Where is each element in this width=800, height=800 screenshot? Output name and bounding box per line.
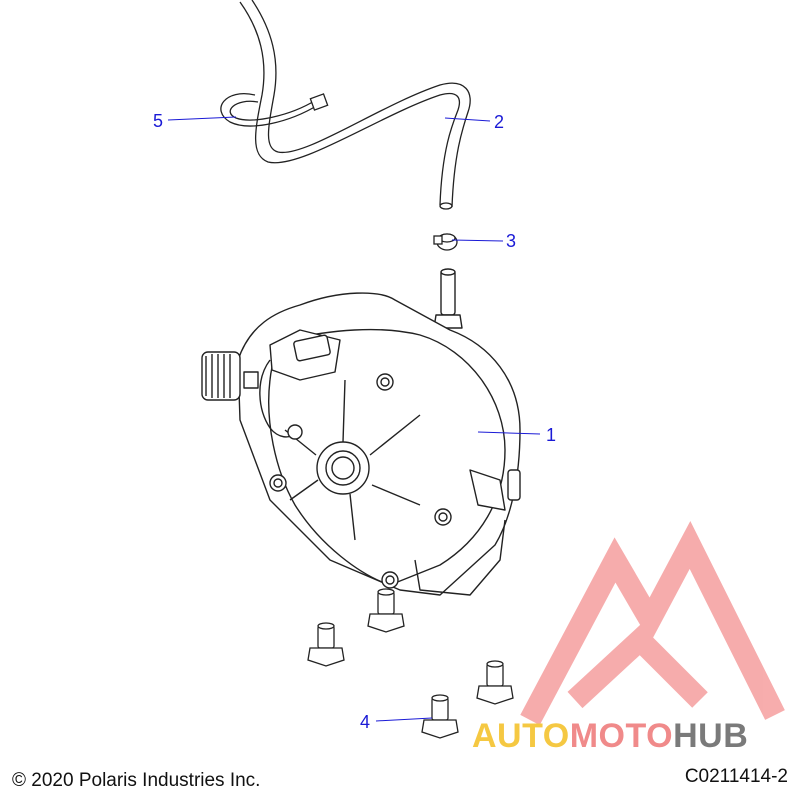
watermark-word-moto: MOTO	[569, 717, 674, 755]
watermark-word-hub: HUB	[673, 717, 749, 755]
gearcase-assembly	[201, 268, 521, 596]
leader-line-1	[477, 431, 541, 435]
vent-hose	[239, 0, 471, 210]
bolts	[307, 588, 514, 739]
leader-line-5	[167, 116, 237, 121]
leader-lines	[167, 116, 541, 722]
bolt-1	[367, 588, 405, 633]
watermark-text: AUTOMOTOHUB	[472, 718, 748, 754]
callout-4: 4	[360, 712, 371, 732]
callout-1: 1	[546, 425, 557, 445]
bolt-2	[307, 622, 345, 667]
watermark-word-auto: AUTO	[472, 717, 570, 755]
bolt-3	[476, 660, 514, 705]
callout-5: 5	[153, 111, 164, 131]
diagram-code: C0211414-2	[684, 766, 788, 787]
bolt-4	[421, 694, 459, 739]
cable-tie	[220, 93, 329, 127]
callout-3: 3	[506, 231, 517, 251]
leader-line-3	[451, 239, 504, 242]
leader-line-4	[375, 717, 433, 722]
copyright-text: © 2020 Polaris Industries Inc.	[12, 770, 261, 791]
hose-clamp	[433, 233, 458, 251]
callout-2: 2	[494, 112, 505, 132]
leader-line-2	[444, 117, 491, 122]
watermark-logo-icon	[520, 521, 785, 726]
